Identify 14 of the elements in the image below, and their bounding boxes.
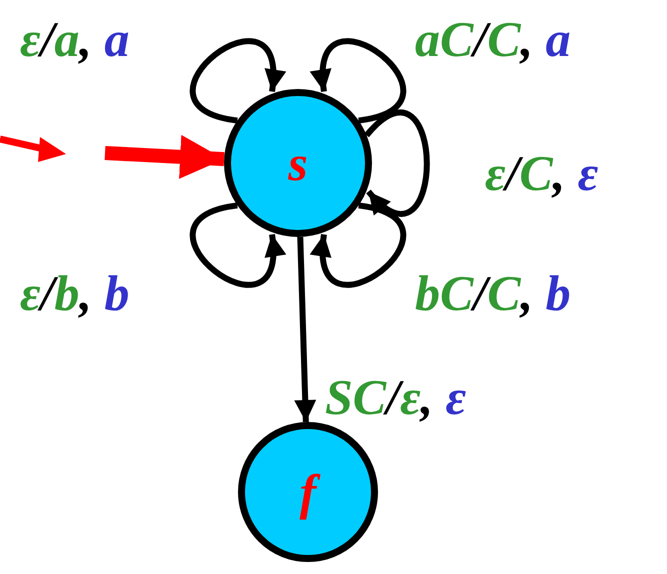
edge-label: ε/b, b xyxy=(20,268,130,318)
edge-label: ε/a, a xyxy=(20,14,130,64)
edge-label: bC/C, b xyxy=(415,268,571,318)
arrow xyxy=(294,236,316,422)
start-arrow xyxy=(104,134,224,179)
self-loop-arrow xyxy=(312,38,406,124)
state-label: s xyxy=(288,138,308,188)
self-loop-arrow xyxy=(190,38,284,124)
self-loop-arrow xyxy=(364,110,430,217)
edge-label: aC/C, a xyxy=(415,14,571,64)
self-loop-arrow xyxy=(190,202,284,288)
self-loop-arrow xyxy=(312,202,406,288)
edge-label: ε/C, ε xyxy=(485,148,598,198)
edge-label: SC/ε, ε xyxy=(325,372,466,422)
